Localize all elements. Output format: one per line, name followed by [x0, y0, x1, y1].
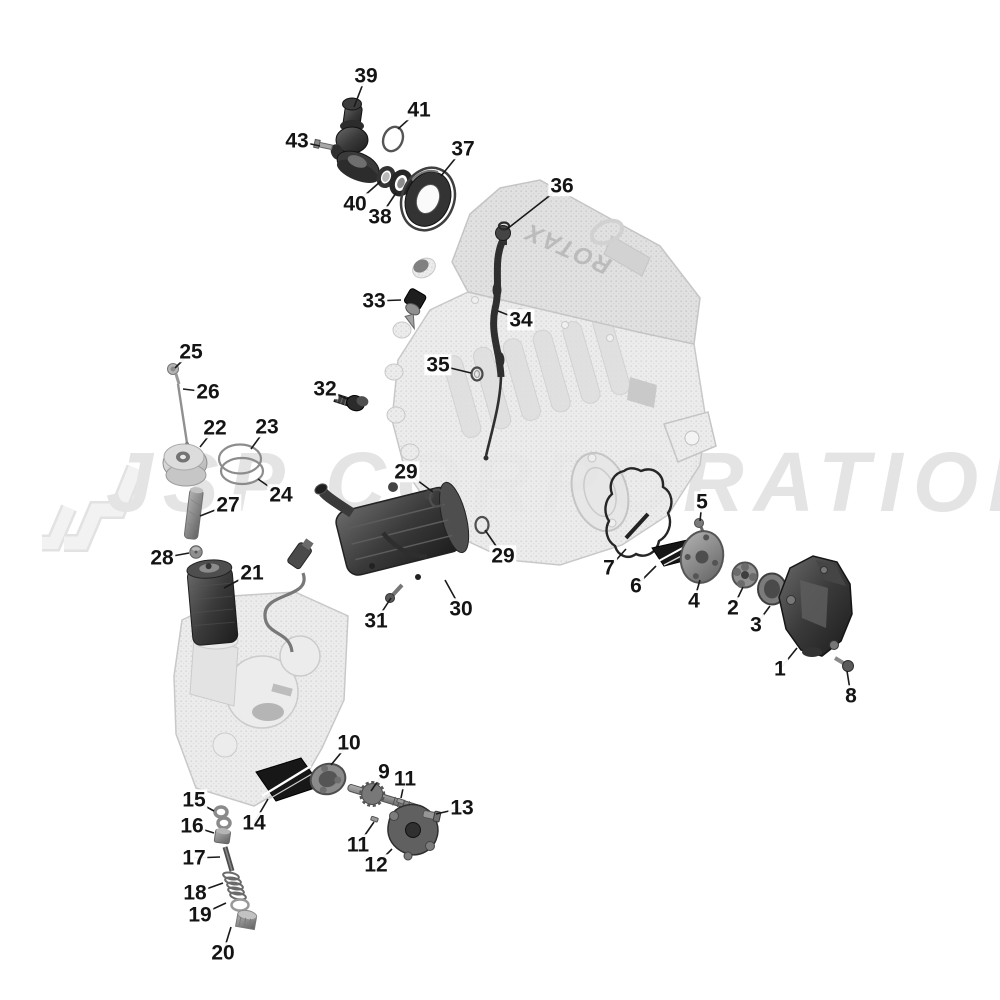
part-4	[679, 530, 725, 584]
part-16	[213, 827, 231, 845]
part-29-oring-b	[474, 515, 490, 535]
part-18	[222, 871, 247, 901]
part-23	[217, 443, 263, 475]
part-1	[778, 555, 853, 657]
callout-23: 23	[253, 415, 281, 439]
callout-36: 36	[548, 174, 576, 198]
callout-38: 38	[366, 205, 394, 229]
callout-25: 25	[177, 340, 205, 364]
sensor-cable	[263, 572, 306, 653]
callout-32: 32	[311, 377, 339, 401]
part-28	[189, 545, 203, 559]
callout-12: 12	[362, 853, 390, 877]
dipstick-assembly	[470, 221, 511, 461]
callout-33: 33	[360, 289, 388, 313]
callout-13: 13	[448, 796, 476, 820]
callout-35: 35	[424, 353, 452, 377]
callout-20: 20	[209, 941, 237, 965]
callout-28: 28	[148, 546, 176, 570]
cable-connector	[287, 538, 314, 570]
callout-4: 4	[686, 589, 702, 613]
callout-9: 9	[376, 760, 392, 784]
part-29-oring-a	[428, 488, 446, 508]
callout-37: 37	[449, 137, 477, 161]
callout-10: 10	[335, 731, 363, 755]
callout-18: 18	[181, 881, 209, 905]
part-38	[389, 169, 413, 197]
callout-22: 22	[201, 416, 229, 440]
callout-7: 7	[601, 556, 617, 580]
part-20	[235, 909, 258, 931]
callout-26: 26	[194, 380, 222, 404]
callout-17: 17	[180, 846, 208, 870]
part-32	[333, 393, 369, 412]
part-33	[403, 288, 427, 331]
oil-pickup-assembly	[255, 757, 442, 861]
part-36	[499, 239, 507, 245]
oil-pump-assembly	[604, 467, 854, 672]
ghost-engine-block: ROTAX	[384, 179, 717, 566]
part-19	[230, 898, 250, 912]
callout-24: 24	[267, 483, 295, 507]
callout-21: 21	[238, 561, 266, 585]
part-26	[176, 383, 189, 444]
part-17	[222, 846, 235, 872]
part-10	[309, 762, 347, 796]
callout-14: 14	[240, 811, 268, 835]
cooler-hose	[319, 488, 355, 518]
callout-6: 6	[628, 574, 644, 598]
callout-27: 27	[214, 493, 242, 517]
callout-19: 19	[186, 903, 214, 927]
callout-2: 2	[725, 596, 741, 620]
callout-8: 8	[843, 684, 859, 708]
part-27	[183, 487, 204, 540]
part-15	[213, 805, 232, 830]
part-37	[399, 166, 457, 232]
part-31	[385, 583, 404, 603]
callout-40: 40	[341, 192, 369, 216]
part-13	[422, 810, 442, 823]
callout-1: 1	[772, 657, 788, 681]
part-35	[470, 366, 484, 382]
callout-3: 3	[748, 613, 764, 637]
callout-29: 29	[489, 544, 517, 568]
part-2	[731, 561, 759, 589]
ghost-crankcase	[173, 591, 349, 807]
callout-39: 39	[352, 64, 380, 88]
callout-30: 30	[447, 597, 475, 621]
callout-16: 16	[178, 814, 206, 838]
oil-filter-column	[162, 363, 265, 646]
sensors	[333, 288, 427, 412]
callout-29: 29	[392, 460, 420, 484]
part-11-pin-b	[370, 815, 379, 823]
pressure-relief-valve-stack	[213, 805, 258, 931]
part-41	[381, 125, 405, 153]
cover-loop-ghost	[589, 218, 625, 246]
callout-34: 34	[507, 308, 535, 332]
water-pump-assembly	[313, 97, 457, 232]
callout-5: 5	[694, 490, 710, 514]
part-8	[833, 656, 854, 672]
part-24	[219, 456, 265, 486]
part-22	[162, 443, 208, 487]
watermark-logo	[42, 464, 144, 552]
part-14	[255, 757, 322, 802]
oil-cooler-assembly	[263, 481, 490, 653]
valve-cover-ghost	[451, 179, 701, 345]
part-21	[186, 559, 239, 646]
callout-31: 31	[362, 609, 390, 633]
part-11-pin-a	[396, 797, 405, 805]
callout-15: 15	[180, 788, 208, 812]
part-30	[335, 481, 470, 576]
cylinder-fins	[443, 312, 631, 439]
callout-43: 43	[283, 129, 311, 153]
part-7	[604, 467, 673, 558]
callout-11: 11	[391, 767, 419, 791]
callout-41: 41	[405, 98, 433, 122]
callout-11: 11	[344, 833, 372, 857]
